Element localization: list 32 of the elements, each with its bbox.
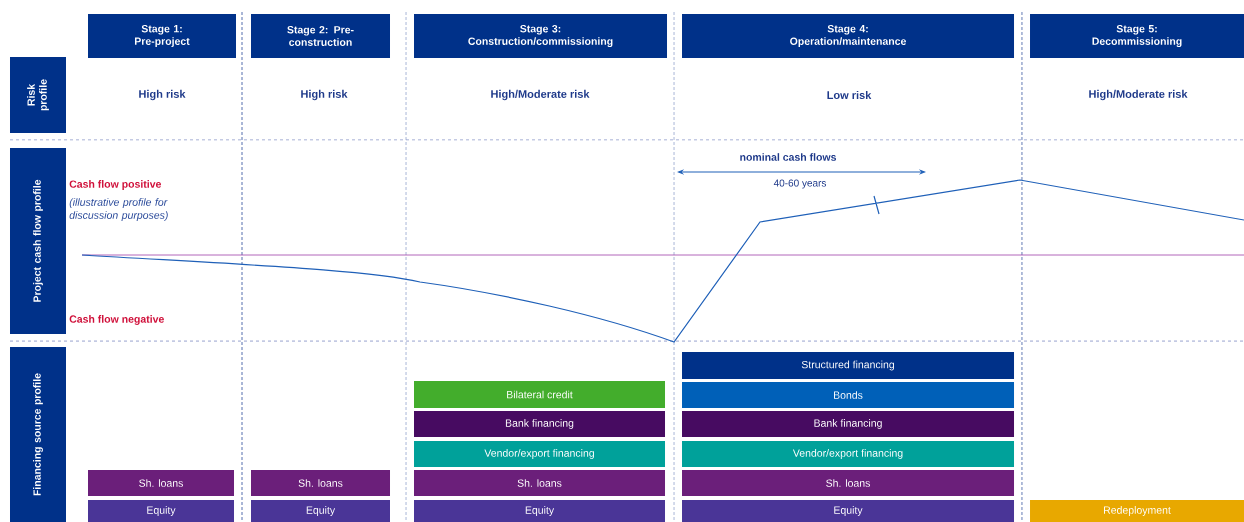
funding-bar: Bilateral credit <box>414 381 665 408</box>
funding-bar: Equity <box>88 500 234 522</box>
funding-bar: Bonds <box>682 382 1014 408</box>
funding-bar: Bank financing <box>414 411 665 437</box>
stage-header: Stage 2: Pre-construction <box>251 14 390 58</box>
funding-bar: Equity <box>682 500 1014 522</box>
funding-bar: Equity <box>251 500 390 522</box>
funding-bar: Sh. loans <box>251 470 390 496</box>
funding-bar: Sh. loans <box>682 470 1014 496</box>
chart-label: Cash flow negative <box>69 315 164 325</box>
funding-bar: Structured financing <box>682 352 1014 379</box>
funding-bar: Sh. loans <box>88 470 234 496</box>
row-header: Project cash flow profile <box>10 148 66 334</box>
chart-label: nominal cash flows <box>740 153 836 161</box>
row-header: Financing source profile <box>10 347 66 522</box>
row-header: Risk profile <box>10 57 66 133</box>
risk-label: High/Moderate risk <box>491 89 590 101</box>
risk-label: High risk <box>301 89 348 101</box>
funding-bar: Sh. loans <box>414 470 665 496</box>
funding-bar: Vendor/export financing <box>682 441 1014 467</box>
duration-label: 40-60 years <box>773 179 827 189</box>
stage-header: Stage 5: Decommissioning <box>1030 14 1244 58</box>
funding-bar: Redeployment <box>1030 500 1244 522</box>
funding-bar: Bank financing <box>682 411 1014 437</box>
funding-bar: Vendor/export financing <box>414 441 665 467</box>
risk-label: High risk <box>139 89 186 101</box>
stage-header: Stage 3: Construction/commissioning <box>414 14 667 58</box>
funding-bar: Equity <box>414 500 665 522</box>
risk-label: High/Moderate risk <box>1089 89 1188 101</box>
stage-header: Stage 1: Pre-project <box>88 14 236 58</box>
risk-label: Low risk <box>827 90 872 100</box>
stage-header: Stage 4: Operation/maintenance <box>682 14 1014 58</box>
